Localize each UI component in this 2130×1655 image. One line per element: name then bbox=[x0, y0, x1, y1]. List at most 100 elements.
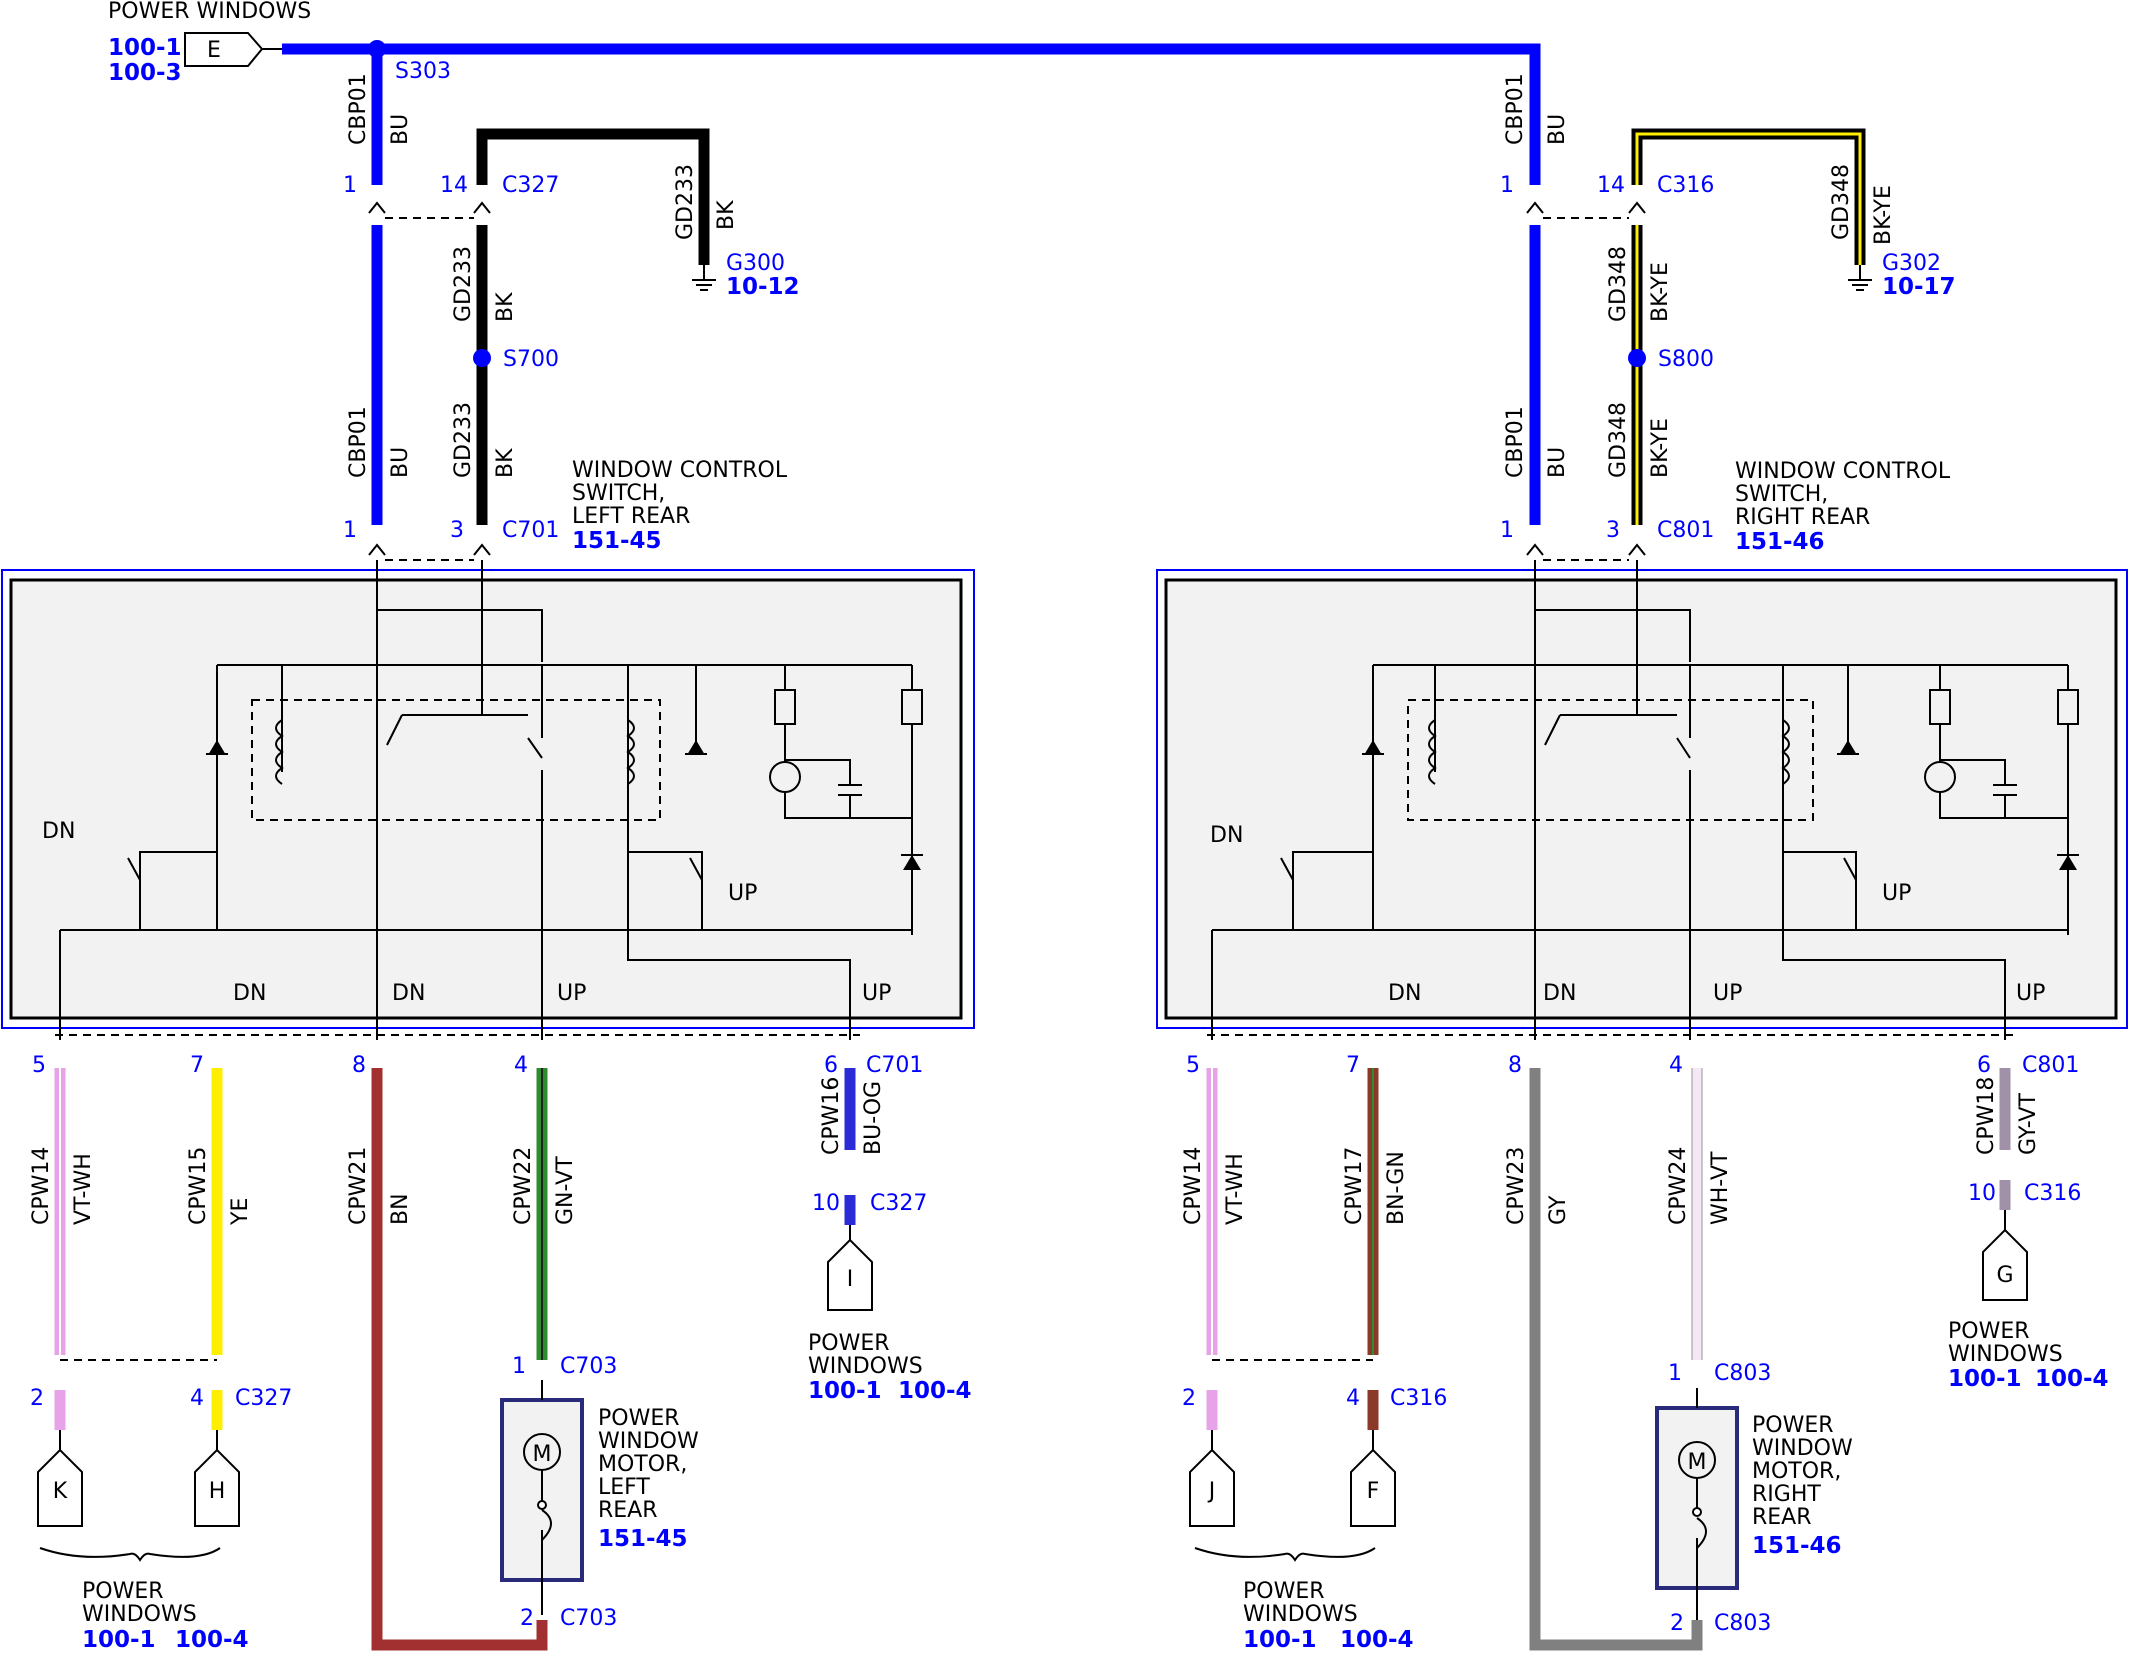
right-switch-title-1: WINDOW CONTROL bbox=[1735, 459, 1951, 484]
right-pin-8: 8 bbox=[1508, 1053, 1522, 1078]
left-pw-ref-i-1[interactable]: 100-1 bbox=[808, 1378, 882, 1404]
ref-link-100-3[interactable]: 100-3 bbox=[108, 60, 182, 86]
c801-connector-symbol bbox=[1526, 543, 1646, 561]
right-pw-label-g-1: POWER bbox=[1948, 1319, 2030, 1344]
right-switch-ref[interactable]: 151-46 bbox=[1735, 529, 1825, 555]
left-c327-pin-4: 4 bbox=[190, 1386, 204, 1411]
left-cpw21-color: BN bbox=[388, 1193, 413, 1225]
right-motor-title-2: WINDOW bbox=[1752, 1436, 1853, 1461]
right-cpw24-color: WH-VT bbox=[1708, 1151, 1733, 1225]
right-c803-top-label: C803 bbox=[1714, 1361, 1771, 1386]
left-cpw15-color: YE bbox=[228, 1198, 253, 1226]
left-switch-ref[interactable]: 151-45 bbox=[572, 528, 662, 554]
connector-g-arrow[interactable]: G bbox=[1982, 1228, 2028, 1301]
connector-g-letter: G bbox=[1996, 1263, 2013, 1288]
right-pw-label-g-2: WINDOWS bbox=[1948, 1342, 2063, 1367]
right-up-label-main: UP bbox=[1882, 881, 1911, 906]
left-pw-ref-i-2[interactable]: 100-4 bbox=[898, 1378, 972, 1404]
right-motor-ref[interactable]: 151-46 bbox=[1752, 1533, 1842, 1559]
left-switch-title-2: SWITCH, bbox=[572, 481, 665, 506]
c327-pin-1: 1 bbox=[343, 173, 357, 198]
right-bu-color-top: BU bbox=[1545, 114, 1570, 145]
left-motor-ref[interactable]: 151-45 bbox=[598, 1526, 688, 1552]
right-gd348-label-upper: GD348 bbox=[1606, 246, 1631, 322]
ground-g302-label: G302 bbox=[1882, 251, 1941, 276]
right-cbp01-label-top: CBP01 bbox=[1503, 73, 1528, 145]
c316-label: C316 bbox=[1657, 173, 1714, 198]
left-c703-pin-2: 2 bbox=[520, 1606, 534, 1631]
left-output-label-7: DN bbox=[233, 981, 266, 1006]
left-output-label-8: DN bbox=[392, 981, 425, 1006]
right-dn-label-main: DN bbox=[1210, 823, 1243, 848]
right-cpw17-circuit: CPW17 bbox=[1342, 1147, 1367, 1225]
left-switch-body bbox=[9, 578, 963, 1020]
right-output-label-7: DN bbox=[1388, 981, 1421, 1006]
connector-i-letter: I bbox=[847, 1267, 854, 1292]
right-c316-bottom-label: C316 bbox=[1390, 1386, 1447, 1411]
right-gd348-label-ground: GD348 bbox=[1829, 164, 1854, 240]
left-output-label-4: UP bbox=[557, 981, 586, 1006]
right-output-label-8: DN bbox=[1543, 981, 1576, 1006]
right-c316-g-label: C316 bbox=[2024, 1181, 2081, 1206]
connector-h-arrow[interactable]: H bbox=[194, 1448, 240, 1527]
left-motor-title-4: LEFT bbox=[598, 1475, 650, 1500]
left-switch-circuit bbox=[59, 560, 923, 1040]
c801-label: C801 bbox=[1657, 518, 1714, 543]
right-pin-7: 7 bbox=[1346, 1053, 1360, 1078]
right-c803-pin-2: 2 bbox=[1670, 1611, 1684, 1636]
connector-i-arrow[interactable]: I bbox=[827, 1238, 873, 1311]
right-c803-bottom-label: C803 bbox=[1714, 1611, 1771, 1636]
c701-label: C701 bbox=[502, 518, 559, 543]
right-bkye-color-upper: BK-YE bbox=[1648, 262, 1673, 322]
left-pin-4: 4 bbox=[514, 1053, 528, 1078]
connector-e-arrow[interactable]: E bbox=[184, 32, 264, 67]
left-gd233-label-lower: GD233 bbox=[451, 402, 476, 478]
c701-pin-3: 3 bbox=[450, 518, 464, 543]
right-switch-title-2: SWITCH, bbox=[1735, 482, 1828, 507]
right-cpw14-color: VT-WH bbox=[1223, 1153, 1248, 1225]
right-cpw24-circuit: CPW24 bbox=[1666, 1147, 1691, 1225]
left-c703-pin-1: 1 bbox=[512, 1354, 526, 1379]
left-switch-title-1: WINDOW CONTROL bbox=[572, 458, 788, 483]
right-output-label-4: UP bbox=[1713, 981, 1742, 1006]
right-pw-ref-g-1[interactable]: 100-1 bbox=[1948, 1366, 2022, 1392]
left-cpw16-circuit: CPW16 bbox=[819, 1077, 844, 1155]
wire-gd348-top bbox=[1631, 128, 1866, 265]
right-bu-color-lower: BU bbox=[1545, 447, 1570, 478]
ground-g300-ref[interactable]: 10-12 bbox=[726, 274, 800, 300]
connector-h-letter: H bbox=[209, 1479, 226, 1504]
left-bk-color-lower: BK bbox=[493, 448, 518, 478]
left-gd233-label-upper: GD233 bbox=[451, 246, 476, 322]
right-pin-5: 5 bbox=[1186, 1053, 1200, 1078]
left-output-label-6: UP bbox=[862, 981, 891, 1006]
left-cbp01-label-top: CBP01 bbox=[346, 73, 371, 145]
c801-pin-3: 3 bbox=[1606, 518, 1620, 543]
left-motor-m: M bbox=[533, 1442, 552, 1467]
splice-s700-label: S700 bbox=[503, 347, 559, 372]
right-pw-ref-2[interactable]: 100-4 bbox=[1340, 1627, 1414, 1653]
c316-connector-symbol bbox=[1526, 201, 1646, 219]
right-motor-title-4: RIGHT bbox=[1752, 1482, 1821, 1507]
connector-f-arrow[interactable]: F bbox=[1350, 1448, 1396, 1527]
splice-s700 bbox=[473, 349, 491, 367]
ref-link-100-1[interactable]: 100-1 bbox=[108, 35, 182, 61]
connector-k-letter: K bbox=[53, 1479, 68, 1504]
connector-j-arrow[interactable]: J bbox=[1189, 1448, 1235, 1527]
right-c316-pin-2: 2 bbox=[1182, 1386, 1196, 1411]
connector-k-arrow[interactable]: K bbox=[37, 1448, 83, 1527]
right-motor-title-3: MOTOR, bbox=[1752, 1459, 1841, 1484]
ground-g302-ref[interactable]: 10-17 bbox=[1882, 274, 1956, 300]
left-pin-5: 5 bbox=[32, 1053, 46, 1078]
left-cpw22-circuit: CPW22 bbox=[511, 1147, 536, 1225]
left-c701-bottom-label: C701 bbox=[866, 1053, 923, 1078]
right-pw-ref-1[interactable]: 100-1 bbox=[1243, 1627, 1317, 1653]
left-pw-ref-2[interactable]: 100-4 bbox=[175, 1627, 249, 1653]
c327-connector-symbol bbox=[368, 201, 491, 219]
right-pw-ref-g-2[interactable]: 100-4 bbox=[2035, 1366, 2109, 1392]
right-jf-brace bbox=[1194, 1547, 1376, 1562]
right-cbp01-label-lower: CBP01 bbox=[1503, 406, 1528, 478]
ground-g300-symbol bbox=[692, 265, 716, 291]
ground-g302-symbol bbox=[1848, 265, 1872, 291]
left-pw-ref-1[interactable]: 100-1 bbox=[82, 1627, 156, 1653]
